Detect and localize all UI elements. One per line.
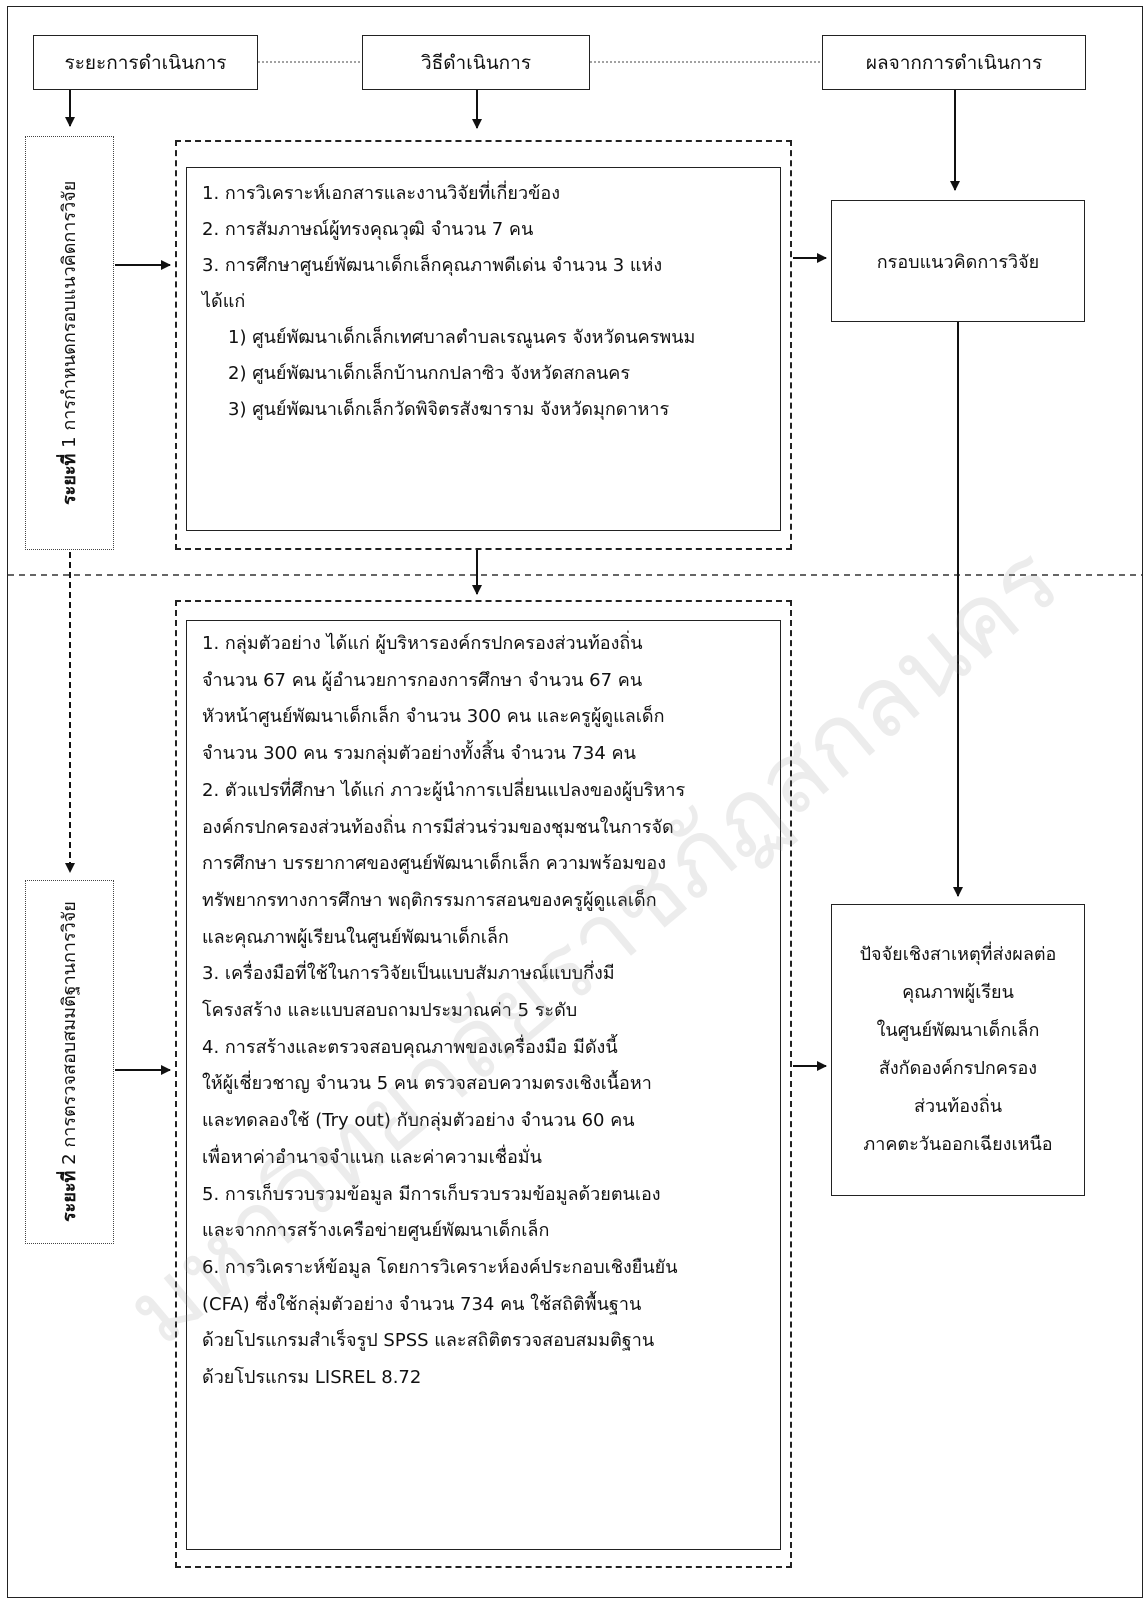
phase2-line: องค์กรปกครองส่วนท้องถิ่น การมีส่วนร่วมขอ…: [202, 816, 674, 838]
phase1-sub-line: 1) ศูนย์พัฒนาเด็กเล็กเทศบาลตำบลเรณูนคร จ…: [228, 327, 696, 348]
phase2-line: 6. การวิเคราะห์ข้อมูล โดยการวิเคราะห์องค…: [202, 1256, 678, 1278]
phase2-line: หัวหน้าศูนย์พัฒนาเด็กเล็ก จำนวน 300 คน แ…: [202, 706, 665, 728]
phase2-line: ทรัพยากรทางการศึกษา พฤติกรรมการสอนของครู…: [202, 889, 657, 911]
phase1-line: 2. การสัมภาษณ์ผู้ทรงคุณวุฒิ จำนวน 7 คน: [202, 219, 534, 240]
phase1-result-box: กรอบแนวคิดการวิจัย: [831, 200, 1085, 322]
phase1-method-box: [186, 167, 781, 531]
phase2-line: จำนวน 300 คน รวมกลุ่มตัวอย่างทั้งสิ้น จำ…: [202, 743, 636, 765]
phase2-label-box: ระยะที่ 2 การตรวจสอบสมมติฐานการวิจัย: [25, 880, 114, 1244]
header-method-text: วิธีดำเนินการ: [420, 51, 532, 74]
header-method: วิธีดำเนินการ: [362, 35, 590, 90]
phase1-line: ได้แก่: [202, 291, 246, 312]
phase2-method-dashed: [175, 600, 792, 1568]
phase2-result-box: ปัจจัยเชิงสาเหตุที่ส่งผลต่อ คุณภาพผู้เรี…: [831, 904, 1085, 1196]
phase2-line: ด้วยโปรแกรม LISREL 8.72: [202, 1367, 422, 1389]
phase2-line: ด้วยโปรแกรมสำเร็จรูป SPSS และสถิติตรวจสอ…: [202, 1330, 655, 1352]
phase2-line: 1. กลุ่มตัวอย่าง ได้แก่ ผู้บริหารองค์กรป…: [202, 633, 643, 654]
phase2-result-line: ในศูนย์พัฒนาเด็กเล็ก: [876, 1020, 1040, 1041]
phase1-result-text: กรอบแนวคิดการวิจัย: [876, 251, 1040, 273]
header-result-text: ผลจากการดำเนินการ: [865, 51, 1043, 74]
phase2-result-line: ส่วนท้องถิ่น: [913, 1096, 1003, 1117]
phase2-line: จำนวน 67 คน ผู้อำนวยการกองการศึกษา จำนวน…: [202, 669, 643, 691]
phase2-line: การศึกษา บรรยากาศของศูนย์พัฒนาเด็กเล็ก ค…: [202, 853, 667, 875]
phase2-label-bold: ระยะที่: [59, 1171, 80, 1223]
phase2-result-line: สังกัดองค์กรปกครอง: [878, 1058, 1038, 1079]
phase2-line: โครงสร้าง และแบบสอบถามประมาณค่า 5 ระดับ: [202, 1000, 578, 1022]
phase2-line: เพื่อหาค่าอำนาจจำแนก และค่าความเชื่อมั่น: [202, 1146, 542, 1168]
phase2-line: และจากการสร้างเครือข่ายศูนย์พัฒนาเด็กเล็…: [202, 1220, 550, 1242]
phase2-line: และคุณภาพผู้เรียนในศูนย์พัฒนาเด็กเล็ก: [202, 926, 509, 948]
phase1-label-bold: ระยะที่: [59, 453, 80, 506]
phase2-result-line: ภาคตะวันออกเฉียงเหนือ: [863, 1134, 1053, 1155]
phase1-label-rest: 1 การกำหนดกรอบแนวคิดการวิจัย: [59, 180, 80, 454]
phase2-line: 3. เครื่องมือที่ใช้ในการวิจัยเป็นแบบสัมภ…: [202, 963, 615, 985]
phase2-line: และทดลองใช้ (Try out) กับกลุ่มตัวอย่าง จ…: [202, 1110, 635, 1132]
header-result: ผลจากการดำเนินการ: [822, 35, 1086, 90]
phase1-sub-line: 2) ศูนย์พัฒนาเด็กเล็กบ้านกกปลาซิว จังหวั…: [228, 363, 631, 384]
phase1-method-content: 1. การวิเคราะห์เอกสารและงานวิจัยที่เกี่ย…: [202, 176, 777, 428]
phase2-label-rest: 2 การตรวจสอบสมมติฐานการวิจัย: [59, 901, 80, 1172]
phase2-line: 2. ตัวแปรที่ศึกษา ได้แก่ ภาวะผู้นำการเปล…: [202, 779, 686, 801]
phase2-line: 5. การเก็บรวบรวมข้อมูล มีการเก็บรวบรวมข้…: [202, 1183, 661, 1205]
phase1-label-box: ระยะที่ 1 การกำหนดกรอบแนวคิดการวิจัย: [25, 136, 114, 550]
diagram-frame: [7, 6, 1143, 1598]
phase2-method-box: [186, 620, 781, 1550]
phase2-method-content: 1. กลุ่มตัวอย่าง ได้แก่ ผู้บริหารองค์กรป…: [202, 626, 777, 1397]
header-phase-text: ระยะการดำเนินการ: [64, 51, 227, 74]
phase2-line: ให้ผู้เชี่ยวชาญ จำนวน 5 คน ตรวจสอบความตร…: [202, 1073, 652, 1095]
phase2-result-line: ปัจจัยเชิงสาเหตุที่ส่งผลต่อ: [859, 944, 1057, 965]
phase2-line: 4. การสร้างและตรวจสอบคุณภาพของเครื่องมือ…: [202, 1036, 618, 1058]
phase1-method-dashed: [175, 140, 792, 550]
phase2-label: ระยะที่ 2 การตรวจสอบสมมติฐานการวิจัย: [26, 881, 113, 1243]
phase1-sub-line: 3) ศูนย์พัฒนาเด็กเล็กวัดพิจิตรสังฆาราม จ…: [228, 399, 670, 420]
phase2-line: (CFA) ซึ่งใช้กลุ่มตัวอย่าง จำนวน 734 คน …: [202, 1293, 642, 1315]
phase1-line: 3. การศึกษาศูนย์พัฒนาเด็กเล็กคุณภาพดีเด่…: [202, 255, 663, 276]
phase2-result-line: คุณภาพผู้เรียน: [902, 982, 1014, 1003]
phase1-line: 1. การวิเคราะห์เอกสารและงานวิจัยที่เกี่ย…: [202, 183, 560, 204]
header-phase: ระยะการดำเนินการ: [33, 35, 258, 90]
phase1-label: ระยะที่ 1 การกำหนดกรอบแนวคิดการวิจัย: [26, 137, 113, 549]
